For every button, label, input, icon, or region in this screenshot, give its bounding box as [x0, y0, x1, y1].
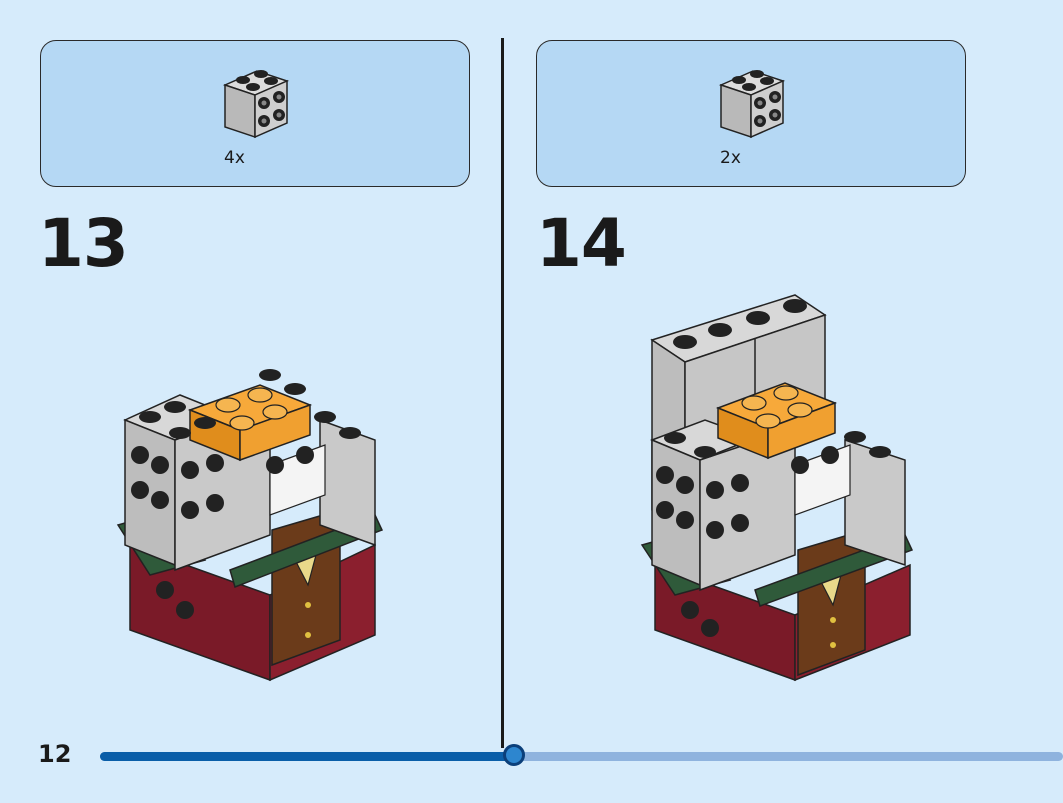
progress-marker [503, 744, 526, 766]
page-divider [501, 38, 504, 748]
gray-brick-side-studs-icon [222, 70, 290, 139]
page-number: 12 [38, 740, 72, 768]
part-quantity: 4x [224, 148, 245, 168]
progress-fill [100, 752, 515, 761]
step-14-number: 14 [536, 205, 627, 282]
part-quantity: 2x [720, 148, 741, 168]
step-13-number: 13 [38, 205, 129, 282]
step-14-model-illustration [640, 294, 914, 682]
step-13-parts-box: 4x [40, 40, 470, 187]
step-14-parts-box: 2x [536, 40, 966, 187]
step-13-model-illustration [116, 369, 384, 682]
page-progress-bar [100, 744, 1063, 766]
gray-brick-side-studs-icon [718, 70, 786, 139]
